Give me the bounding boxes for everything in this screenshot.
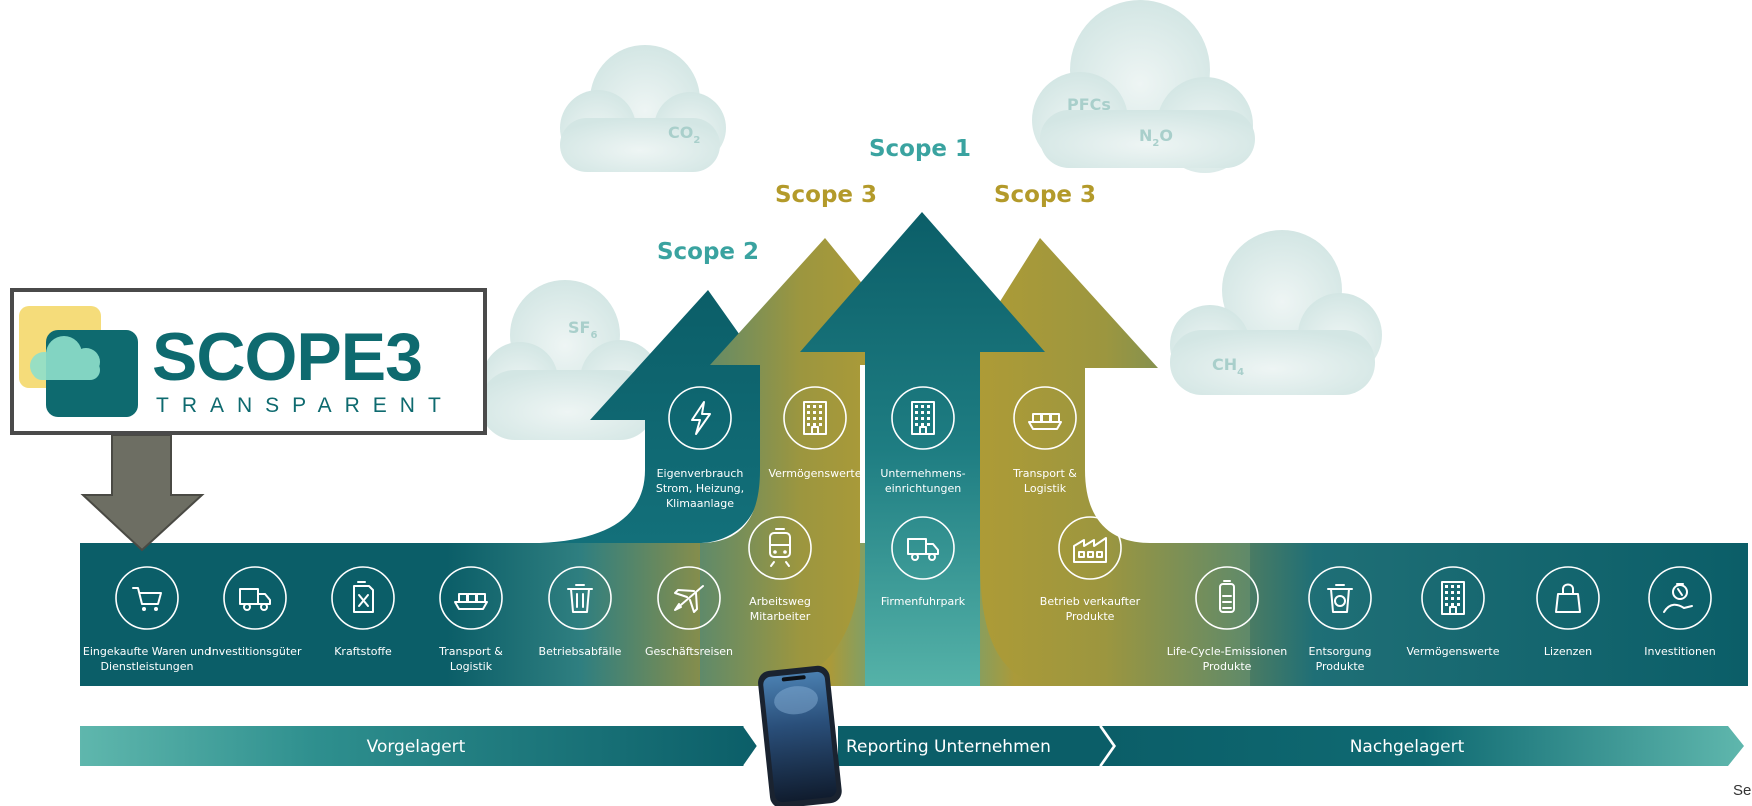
cloud-co2 [560,45,726,172]
arrow-item-label: Eigenverbrauch [657,467,744,480]
ship-icon [439,566,503,630]
arrow-item-label: Unternehmens- [880,467,965,480]
arrow-item-label: Logistik [1024,482,1067,495]
band-item-label: Dienstleistungen [101,660,194,673]
trash-icon [548,566,612,630]
logo-down-arrow [80,434,205,552]
bar-downstream-label: Nachgelagert [1350,737,1465,757]
band-item-label: Vermögenswerte [1406,645,1499,658]
band-item-label: Betriebsabfälle [539,645,622,658]
band-item-label: Logistik [450,660,493,673]
cloud-label-ch4: CH4 [1212,355,1244,378]
bar-reporting-label: Reporting Unternehmen [846,737,1051,757]
scope3-right-label: Scope 3 [994,182,1096,208]
arrow-item-5: Transport & Logistik [1012,386,1077,495]
logo-subtitle: TRANSPARENT [156,394,454,417]
cloud-pfcs-n2o [1032,0,1255,173]
cloud-label-sf6: SF6 [568,318,597,341]
bar-upstream [80,726,758,766]
logo-mark: SCOPE3 TRANSPARENT [19,306,454,417]
cart-icon [115,566,179,630]
building-icon [1421,566,1485,630]
band-item-5: Geschäftsreisen [645,566,733,658]
money-hand-icon [1648,566,1712,630]
band-item-label: Kraftstoffe [334,645,392,658]
band-item-label: Investitionen [1644,645,1715,658]
bar-reporting [838,726,1114,766]
scope3-transparent-logo: SCOPE3 TRANSPARENT [10,288,487,435]
truck-icon [223,566,287,630]
factory-icon [1058,516,1122,580]
band-item-10: Investitionen [1644,566,1716,658]
logo-word: SCOPE3 [152,319,422,395]
band-item-4: Betriebsabfälle [539,566,622,658]
band-item-2: Kraftstoffe [331,566,395,658]
bottom-bar: Vorgelagert Reporting Unternehmen Nachge… [80,725,1744,767]
band-item-label: Produkte [1316,660,1365,673]
arrow-item-label: Betrieb verkaufter [1040,595,1141,608]
bar-downstream [1102,726,1744,766]
bar-upstream-label: Vorgelagert [367,737,466,757]
arrow-item-label: Transport & [1012,467,1077,480]
band-item-label: Geschäftsreisen [645,645,733,658]
cloud-label-n2o: N2O [1139,126,1173,149]
arrow-item-label: einrichtungen [885,482,961,495]
band-item-label: Investitionsgüter [209,645,302,658]
arrow-item-label: Vermögenswerte [768,467,861,480]
arrow-item-4: Firmenfuhrpark [881,516,966,608]
band-item-label: Lizenzen [1544,645,1592,658]
arrow-item-3: Unternehmens-einrichtungen [880,386,966,495]
arrow-item-label: Produkte [1066,610,1115,623]
cloud-label-co2: CO2 [668,123,700,146]
building-icon [891,386,955,450]
arrow-item-label: Klimaanlage [666,497,734,510]
train-icon [748,516,812,580]
plane-icon [657,566,721,630]
bag-icon [1536,566,1600,630]
band-item-1: Investitionsgüter [209,566,302,658]
arrow-item-label: Mitarbeiter [750,610,811,623]
arrow-item-1: Vermögenswerte [768,386,862,480]
band-item-label: Produkte [1203,660,1252,673]
arrow-item-label: Firmenfuhrpark [881,595,966,608]
scope2-label: Scope 2 [657,239,759,265]
cloud-sf6 [480,280,660,440]
band-item-label: Entsorgung [1309,645,1372,658]
corner-text: Se [1733,782,1752,799]
arrow-item-label: Arbeitsweg [749,595,811,608]
band-item-9: Lizenzen [1536,566,1600,658]
cloud-label-pfcs: PFCs [1067,95,1111,114]
recycle-bin-icon [1308,566,1372,630]
arrow-item-label: Strom, Heizung, [656,482,744,495]
truck-icon [891,516,955,580]
lightning-icon [668,386,732,450]
band-items: Eingekaufte Waren undDienstleistungenInv… [83,566,1716,673]
band-item-8: Vermögenswerte [1406,566,1500,658]
scope3-left-label: Scope 3 [775,182,877,208]
smartphone-image [758,665,842,806]
building-icon [783,386,847,450]
band-item-3: Transport & Logistik [438,566,503,673]
fuel-can-icon [331,566,395,630]
band-item-label: Life-Cycle-Emissionen [1167,645,1288,658]
band-item-label: Eingekaufte Waren und [83,645,211,658]
scope1-label: Scope 1 [869,136,971,162]
battery-icon [1195,566,1259,630]
cloud-ch4 [1170,230,1382,395]
band-item-label: Transport & [438,645,503,658]
ship-icon [1013,386,1077,450]
